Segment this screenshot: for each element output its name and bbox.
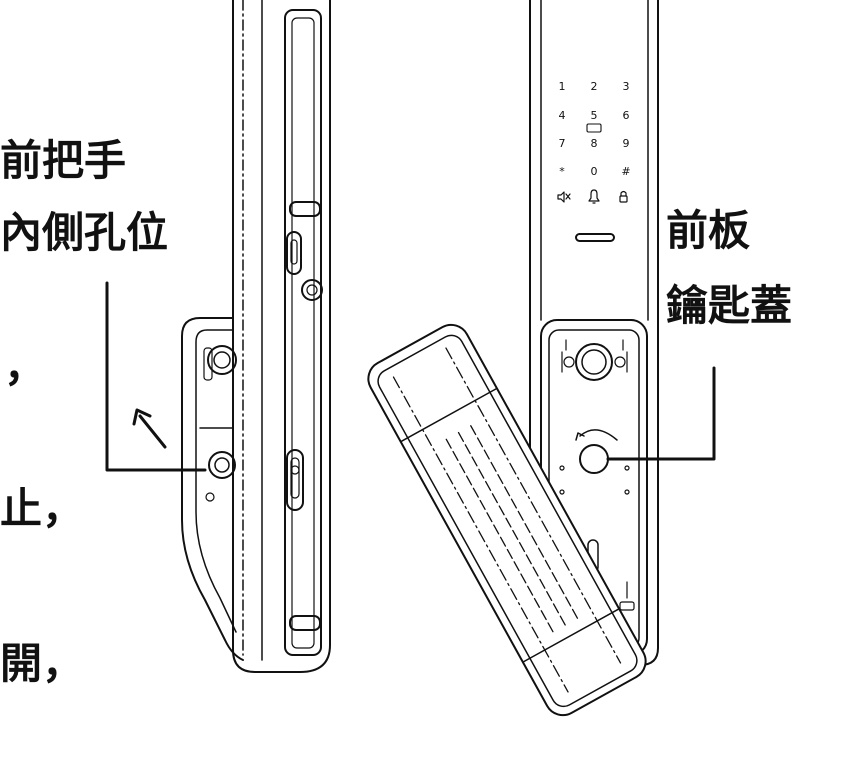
label-front-handle: 前把手 (0, 136, 127, 185)
left-handle-bracket (181, 317, 244, 661)
callout-line-right (606, 366, 716, 461)
keypad-key: * (559, 165, 565, 178)
callout-line-left (105, 281, 207, 472)
label-fragment-open: 開， (0, 639, 85, 688)
bell-icon (588, 189, 600, 204)
keypad-key: 3 (623, 80, 630, 93)
direction-arrow (138, 414, 167, 449)
keypad-key: 4 (559, 109, 566, 122)
keypad-key: 9 (623, 137, 630, 150)
keypad-key: 7 (559, 137, 566, 150)
keypad-key: 6 (623, 109, 630, 122)
left-lock-body (232, 0, 331, 673)
card-icon (586, 123, 602, 133)
keypad-key: 8 (591, 137, 598, 150)
mute-icon (557, 191, 571, 203)
keypad-key: 0 (591, 165, 598, 178)
keypad: 1 2 3 4 5 6 7 8 9 * 0 # (559, 80, 631, 178)
label-inner-hole: 內側孔位 (0, 208, 169, 257)
keypad-key: 1 (559, 80, 566, 93)
keypad-key: 2 (591, 80, 598, 93)
label-front-panel: 前板 (666, 206, 751, 255)
label-key-cover: 鑰匙蓋 (666, 281, 793, 330)
label-fragment-stop: 止， (0, 484, 85, 533)
lock-icon (619, 190, 628, 203)
key-cover (367, 323, 647, 717)
keyhole (579, 444, 609, 474)
rotate-arrow-icon (575, 432, 585, 441)
label-fragment-comma: ， (4, 342, 47, 391)
keypad-key: # (621, 165, 630, 178)
keypad-key: 5 (591, 109, 598, 122)
